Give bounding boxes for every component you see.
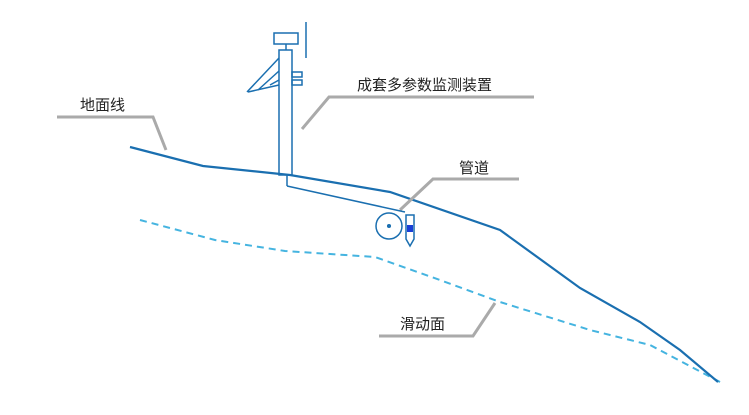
pipe-leader [398, 177, 519, 212]
ground-line [129, 145, 719, 383]
ground-line-label: 地面线 [80, 96, 126, 114]
pipe-sensor-probe [405, 214, 415, 248]
sliding-surface-line [139, 219, 721, 383]
sliding-surface-leader [379, 302, 497, 338]
device-box-lower [291, 79, 303, 86]
monitoring-device-label: 成套多参数监测装置 [357, 76, 493, 94]
pipeline-label: 管道 [459, 159, 490, 177]
pipeline-assembly [286, 175, 415, 248]
pipe-sensor-marker [407, 225, 413, 232]
device-wind-sensor [246, 57, 280, 93]
pipe-cross-section [375, 212, 403, 240]
ground-line-leader [57, 115, 168, 151]
device-box-upper [291, 71, 303, 78]
sliding-surface-label: 滑动面 [400, 315, 446, 333]
device-solar-panel [273, 32, 299, 45]
monitoring-device [246, 22, 307, 176]
device-cable-diagonal [286, 185, 406, 213]
device-leader [300, 95, 534, 130]
device-pole [278, 49, 293, 176]
pipe-center [386, 223, 392, 229]
